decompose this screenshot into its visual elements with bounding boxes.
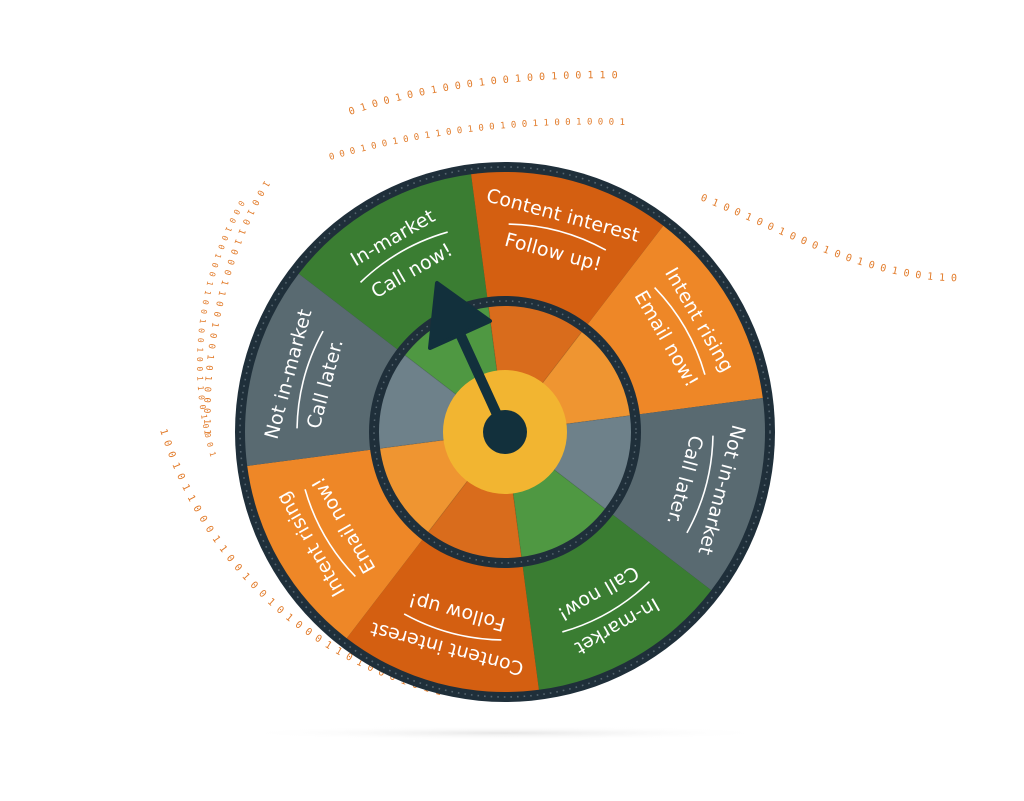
binary-string-1: 0 1 0 0 1 0 0 1 0 0 0 1 0 0 1 0 0 1 0 0 … — [347, 70, 617, 118]
segment-divider-4 — [562, 581, 651, 633]
segment-divider-0 — [359, 231, 448, 283]
svg-text:0 1 0 0 1 0 0 1 0 0 0 1 0 0 1: 0 1 0 0 1 0 0 1 0 0 0 1 0 0 1 0 0 1 0 0 … — [347, 70, 617, 118]
wheel-rim-dots — [239, 166, 771, 698]
segment-divider-7 — [296, 330, 324, 429]
svg-text:0 1 0 0 1 0 0 1 0 0 0 1 0 0 1: 0 1 0 0 1 0 0 1 0 0 0 1 0 0 1 0 0 1 0 0 … — [699, 193, 957, 285]
inner-ring-dots — [373, 300, 637, 564]
segment-divider-1 — [508, 223, 607, 251]
segment-divider-3 — [686, 435, 714, 534]
svg-text:0 0 0 1 0 0 1 0 0 1 1 0 0 1 0: 0 0 0 1 0 0 1 0 0 1 1 0 0 1 0 0 1 0 0 1 … — [328, 118, 625, 163]
segment-divider-6 — [304, 489, 356, 578]
wheel-shadow — [235, 726, 775, 740]
binary-string-3: 0 1 0 0 1 0 0 1 0 0 0 1 0 0 1 0 0 1 0 0 … — [699, 193, 957, 285]
pointer-pivot — [483, 410, 527, 454]
binary-string-2: 0 0 0 1 0 0 1 0 0 1 1 0 0 1 0 0 1 0 0 1 … — [328, 118, 625, 163]
segment-divider-5 — [403, 613, 502, 641]
segment-divider-2 — [654, 286, 706, 375]
